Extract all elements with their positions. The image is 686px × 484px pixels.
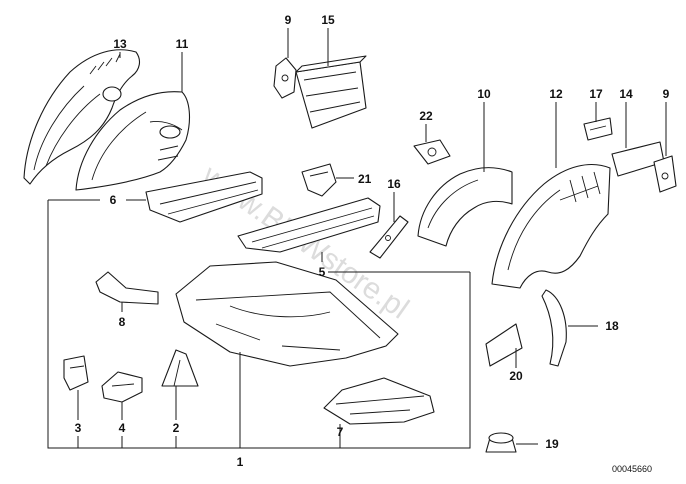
callout-2: 2	[173, 421, 180, 435]
part-9-bracket-right	[653, 155, 677, 193]
callout-13: 13	[113, 37, 127, 51]
callout-17: 17	[589, 87, 603, 101]
part-21-bracket	[301, 163, 337, 197]
drawing-number: 00045660	[612, 464, 652, 474]
part-13-wheel-housing-inner	[23, 49, 141, 185]
callout-11: 11	[176, 37, 189, 51]
part-12-wheel-arch-outer	[491, 164, 611, 289]
part-10-wheel-housing	[417, 167, 513, 247]
callout-9-top: 9	[285, 13, 292, 27]
callout-7: 7	[337, 425, 344, 439]
part-16-reinforcement	[369, 215, 409, 259]
part-6-side-member	[145, 171, 263, 223]
part-9-small-bracket-top	[273, 57, 297, 99]
callout-1: 1	[237, 455, 244, 469]
part-18-reinforcement-strip	[541, 289, 567, 367]
part-5-side-member	[237, 197, 381, 253]
callout-10: 10	[477, 87, 491, 101]
callout-4: 4	[119, 421, 126, 435]
callout-labels: 9 15 13 11 10 12 17 14 9 22 21 16 6 5 8 …	[75, 13, 670, 469]
leader-lines	[47, 28, 667, 449]
callout-6: 6	[110, 193, 117, 207]
callout-8: 8	[119, 315, 126, 329]
callout-19: 19	[545, 437, 559, 451]
callout-15: 15	[321, 13, 335, 27]
part-20-small-plate	[485, 323, 523, 367]
callout-3: 3	[75, 421, 82, 435]
part-15-bracket-panel	[295, 55, 367, 129]
part-1-trunk-floor	[175, 261, 399, 367]
callout-9-right: 9	[663, 87, 670, 101]
callout-5: 5	[319, 265, 326, 279]
part-22-plug	[413, 139, 451, 165]
callout-18: 18	[605, 319, 619, 333]
callout-14: 14	[619, 87, 633, 101]
part-2-support	[161, 349, 199, 387]
part-17-bracket	[583, 117, 613, 141]
part-7-cover-panel	[323, 377, 435, 425]
part-3-bracket	[63, 355, 89, 391]
part-11-wheel-arch	[75, 91, 191, 191]
callout-20: 20	[509, 369, 523, 383]
callout-22: 22	[419, 109, 433, 123]
callout-16: 16	[387, 177, 401, 191]
part-19-rubber-plug	[485, 432, 517, 453]
part-4-mounting-plate	[101, 371, 143, 403]
callout-21: 21	[358, 172, 372, 186]
callout-12: 12	[549, 87, 563, 101]
part-8-holder	[95, 271, 159, 305]
